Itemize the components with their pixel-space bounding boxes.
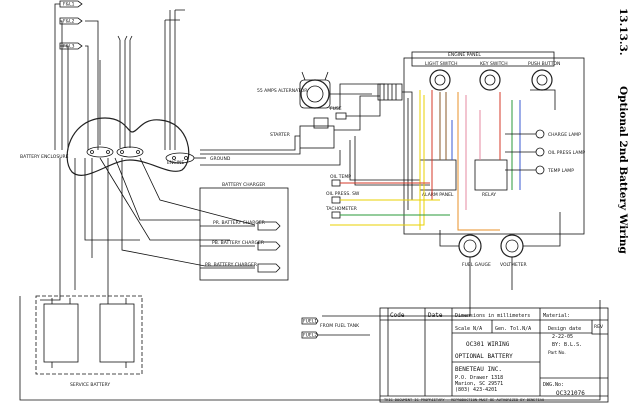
section-number: 13.13.3. xyxy=(617,8,629,56)
address-line1: P.O. Drawer 1318 xyxy=(455,375,503,381)
drawing-title-line1: OC301 WIRING xyxy=(466,341,510,348)
dwg-number: OC321076 xyxy=(556,390,585,397)
service-battery-label: SERVICE BATTERY xyxy=(70,382,110,388)
oil-press-label: OIL PRESS. SW xyxy=(326,191,360,197)
top-connectors: F&L1 F&L2 F&L3 xyxy=(59,0,83,50)
engine-label: ENGINE xyxy=(167,160,184,166)
module-b-label: RELAY xyxy=(482,192,496,198)
battery-enclosure-label: BATTERY ENCLOSURE xyxy=(20,154,69,160)
gauges: FUEL GAUGE VOLTMETER xyxy=(322,212,561,317)
from-fuel-tank-label: FROM FUEL TANK xyxy=(320,323,360,329)
push-button-icon xyxy=(531,69,553,91)
light-switch-label: LIGHT SWITCH xyxy=(425,61,458,67)
connector-top1-label: F&L1 xyxy=(63,2,75,8)
proprietary-footer: THIS DOCUMENT IS PROPRIETARY - REPRODUCT… xyxy=(384,398,544,402)
lamp2-label: OIL PRESS LAMP xyxy=(548,150,585,156)
left-vertical-wires xyxy=(54,3,185,150)
voltmeter-icon xyxy=(500,234,524,258)
fuel-gauge-icon xyxy=(458,234,482,258)
pink-wire xyxy=(465,95,481,210)
date-label: Date xyxy=(428,312,443,319)
relay-module xyxy=(474,159,508,191)
tachometer-label: TACHOMETER xyxy=(325,206,357,212)
fuel-tank-plugs: FUEL1 FUEL2 FROM FUEL TANK xyxy=(301,317,370,339)
rev-label: REV xyxy=(594,324,604,330)
engine-ground-lug: ENGINE GROUND xyxy=(165,152,231,166)
oil-temp-label: OIL TEMP xyxy=(330,174,351,180)
battery-charger-label: BATTERY CHARGER xyxy=(222,182,265,188)
lower-left-wires xyxy=(40,157,256,301)
design-date: 2-22-05 xyxy=(552,334,573,340)
key-switch-label: KEY SWITCH xyxy=(480,61,508,67)
pb-battery-charger2-label: PB. BATTERY CHARGER xyxy=(205,262,257,268)
panel-color-wires xyxy=(330,89,556,231)
module-a-label: ALARM PANEL xyxy=(422,192,454,198)
charge-lamp-icon xyxy=(535,129,545,139)
section-title: Optional 2nd Battery Wiring xyxy=(617,86,629,254)
code-label: Code xyxy=(390,312,405,319)
blue-wire xyxy=(451,100,521,190)
battery-terminal-1 xyxy=(86,146,114,158)
alternator: 55 AMPS ALTERNATOR xyxy=(257,71,331,109)
pb-battery-charger-label: PB. BATTERY CHARGER xyxy=(212,240,264,246)
starter: STARTER FUSE xyxy=(270,106,347,149)
voltmeter-label: VOLTMETER xyxy=(500,262,527,268)
part-no-label: Part No. xyxy=(548,350,566,356)
orange-wire xyxy=(457,92,500,231)
engine-panel: ENGINE PANEL LIGHT SWITCH KEY SWITCH PUS… xyxy=(403,51,585,235)
design-date-label: Design date xyxy=(548,326,581,332)
light-switch-icon xyxy=(429,69,451,91)
battery-enclosure: BATTERY ENCLOSURE xyxy=(20,117,190,176)
starter-label: STARTER xyxy=(270,132,290,138)
battery-charger: BATTERY CHARGER PR. BATTERY CHARGER PB. … xyxy=(199,182,289,281)
sensors: OIL TEMP OIL PRESS. SW TACHOMETER xyxy=(325,174,450,219)
material-label: Material: xyxy=(543,313,570,319)
lamp1-label: CHARGE LAMP xyxy=(548,132,581,138)
battery-terminal-2 xyxy=(116,146,144,158)
brown-wire xyxy=(439,92,447,160)
push-button-label: PUSH BUTTON xyxy=(528,61,560,67)
scale-label: Scale N/A xyxy=(455,326,482,332)
dwg-label: DWG.No: xyxy=(543,382,564,388)
gen-tol-label: Gen. Tol.N/A xyxy=(495,326,531,332)
key-switch-icon xyxy=(479,69,501,91)
pr-battery-charger-label: PR. BATTERY CHARGER xyxy=(213,220,265,226)
battery-1 xyxy=(43,303,79,363)
fuel-code1-label: FUEL1 xyxy=(303,319,317,325)
service-battery: SERVICE BATTERY xyxy=(19,295,601,401)
yellow-wire xyxy=(330,90,425,230)
drawing-title-line2: OPTIONAL BATTERY xyxy=(455,353,513,360)
oil-lamp-icon xyxy=(535,147,545,157)
connector-top3-label: F&L3 xyxy=(63,44,75,50)
fuse-label: FUSE xyxy=(330,106,342,112)
connector-top2-label: F&L2 xyxy=(63,19,75,25)
title-block: Code Date Dimensions in millimeters Mate… xyxy=(379,307,609,403)
dimensions-label: Dimensions in millimeters xyxy=(455,313,530,319)
battery-2 xyxy=(99,303,135,363)
alternator-label: 55 AMPS ALTERNATOR xyxy=(257,88,307,94)
lamp3-label: TEMP LAMP xyxy=(547,168,574,174)
section-heading: 13.13.3. Optional 2nd Battery Wiring xyxy=(617,8,629,254)
company-name: BENETEAU INC. xyxy=(455,366,502,373)
enclosure-outline xyxy=(66,117,190,176)
fuel-code2-label: FUEL2 xyxy=(303,333,317,339)
temp-lamp-icon xyxy=(535,165,545,175)
engine-panel-label: ENGINE PANEL xyxy=(448,52,481,58)
red-wire xyxy=(431,90,501,200)
ground-label: GROUND xyxy=(210,156,231,162)
phone: (803) 423-4201 xyxy=(455,387,497,393)
address-line2: Marion, SC 29571 xyxy=(455,381,503,387)
fuel-gauge-label: FUEL GAUGE xyxy=(462,262,491,268)
alarm-panel-module xyxy=(419,159,457,191)
alternator-wires xyxy=(200,83,430,186)
by-label: BY: B.L.S. xyxy=(552,342,582,348)
wire-harness xyxy=(377,83,403,101)
